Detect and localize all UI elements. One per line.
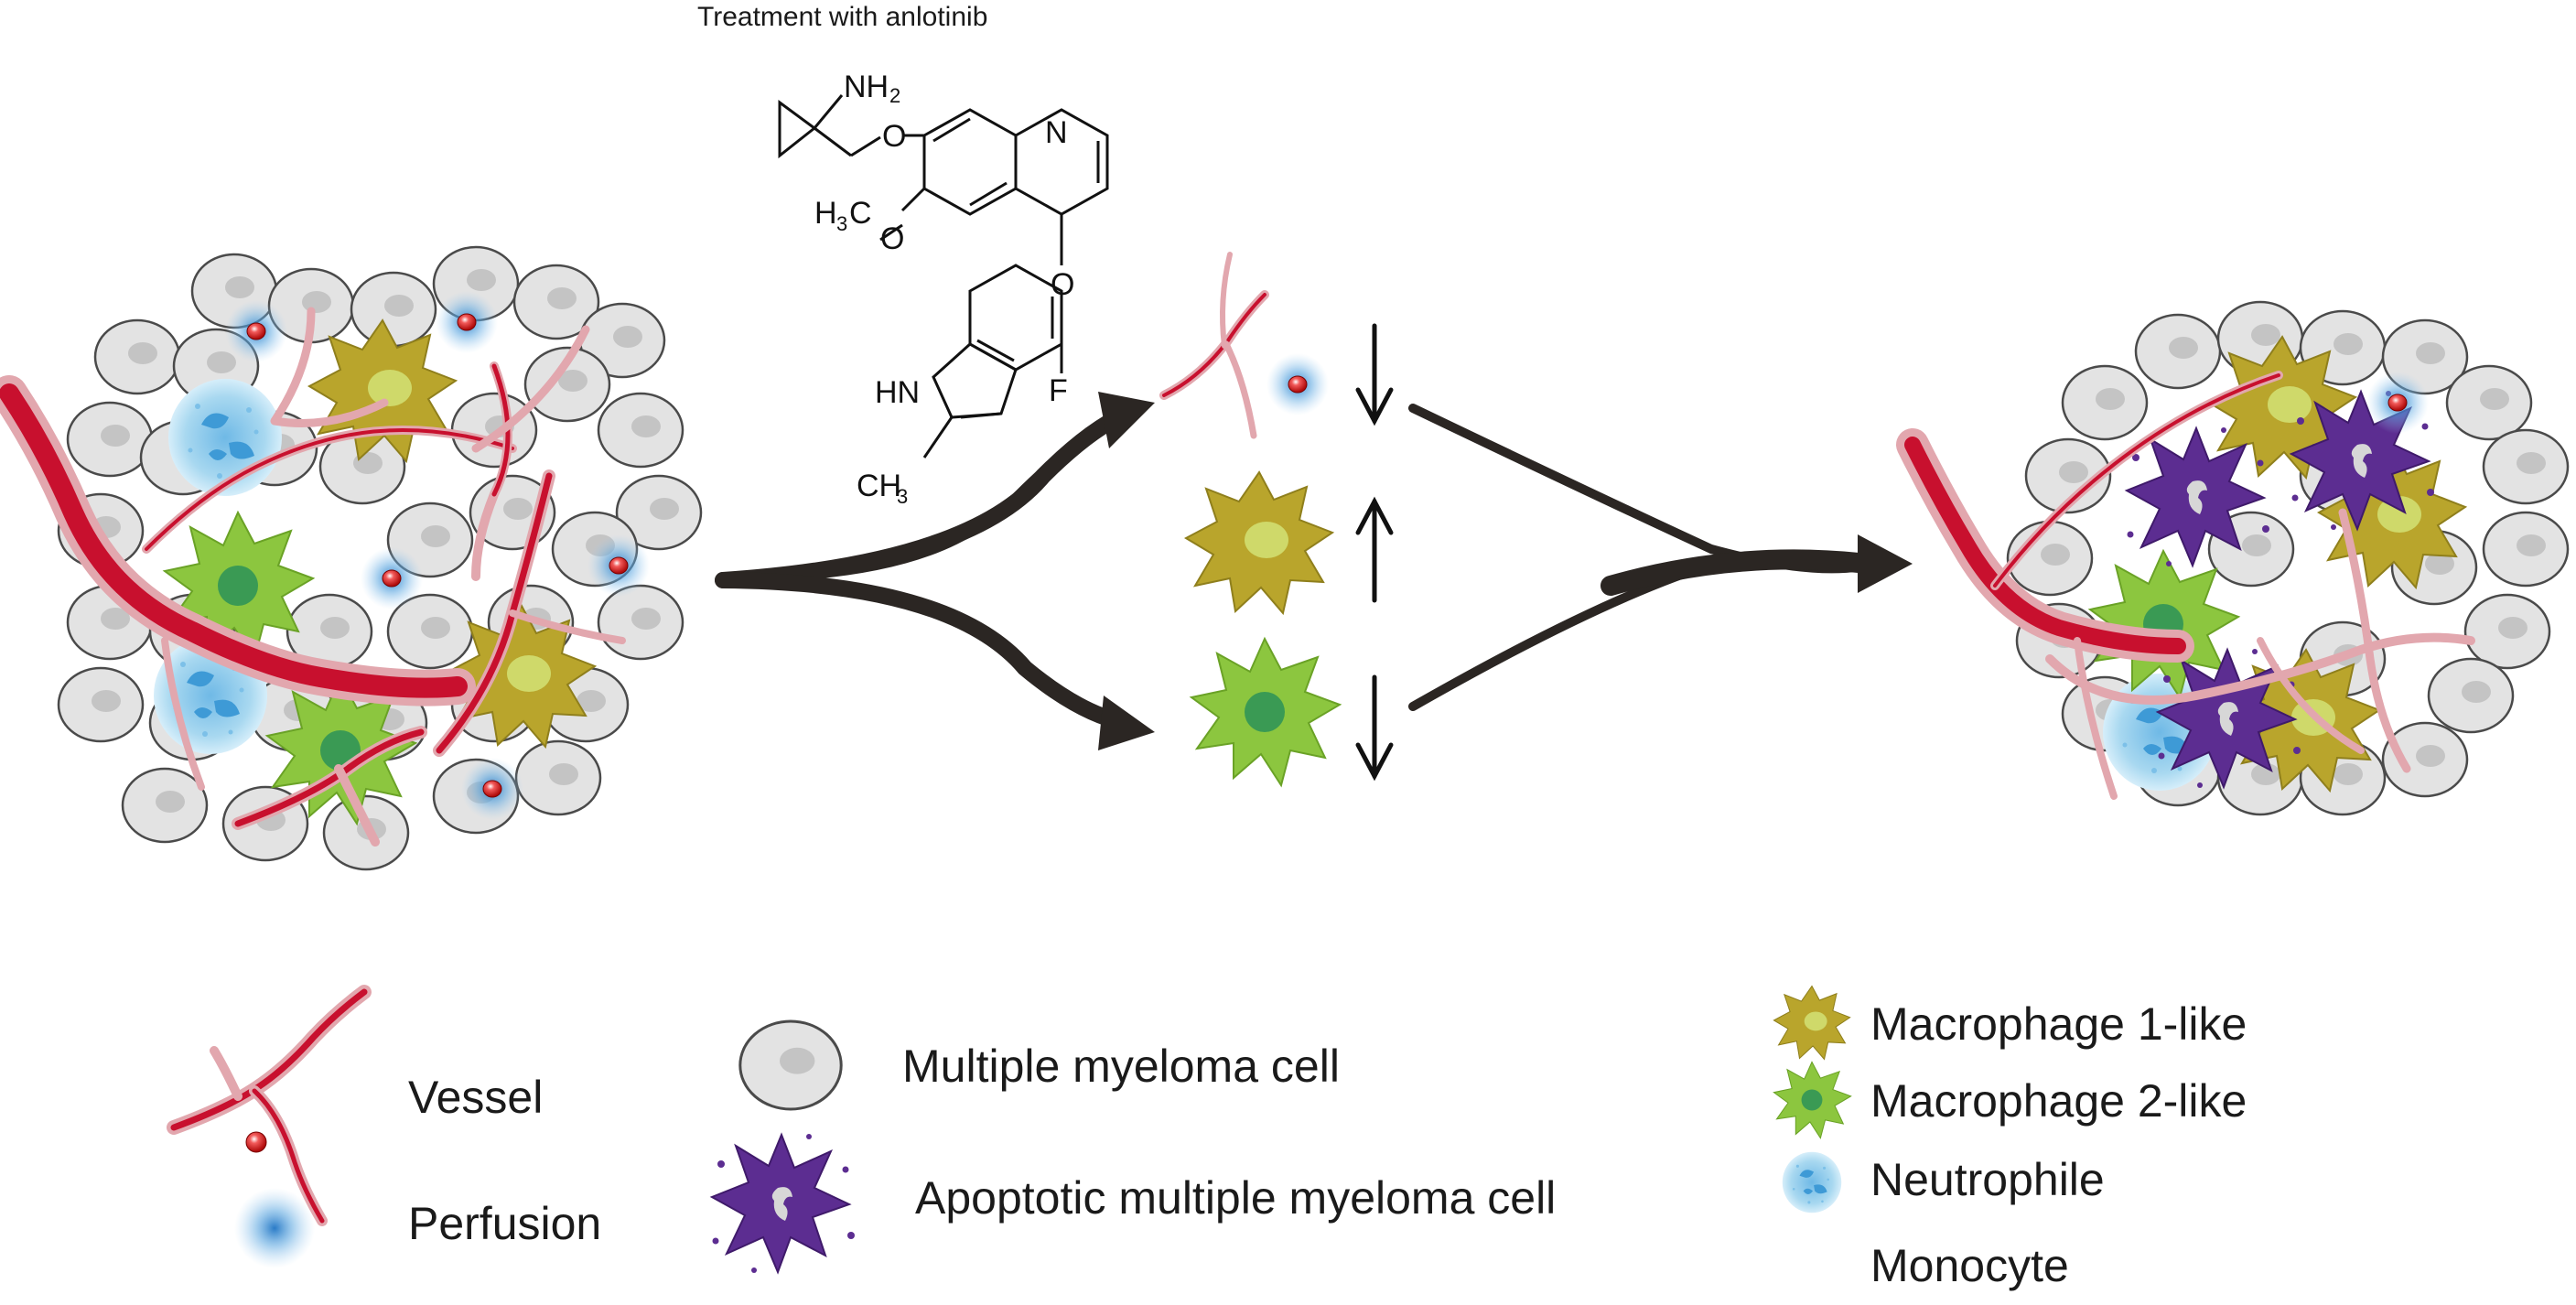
merge-arrows: [1408, 404, 1913, 711]
macrophage-2-legend-icon: [1773, 1061, 1852, 1139]
up-arrow-icon: [1355, 496, 1394, 603]
legend-perfusion-label: Perfusion: [408, 1198, 601, 1249]
apoptotic-cell-legend-icon: [711, 1133, 856, 1274]
amino-label: NH: [844, 70, 889, 104]
legend-neutrophile-label: Neutrophile: [1870, 1154, 2105, 1205]
perfusion-spot: [2366, 371, 2430, 435]
vessel-network-left: [0, 307, 626, 847]
anlotinib-structure: [778, 94, 1109, 458]
perfusion-spot: [360, 546, 424, 610]
treated-tumor: [1896, 300, 2570, 816]
legend-apoptotic-label: Apoptotic multiple myeloma cell: [915, 1172, 1556, 1224]
methyl-h-label: H: [814, 196, 837, 231]
legend-vessel-label: Vessel: [408, 1072, 543, 1123]
down-arrow-icon: [1355, 674, 1394, 782]
macrophage-2-change-cell: [1191, 638, 1341, 786]
oxygen-top-label: O: [882, 119, 906, 154]
perfusion-spot: [224, 299, 288, 363]
hn-label: HN: [875, 375, 920, 410]
perfusion-spot: [460, 757, 524, 821]
nitrogen-label: N: [1045, 115, 1068, 150]
methyl-c-label: C: [849, 196, 872, 231]
red-blood-cell-icon: [245, 1131, 267, 1153]
perfusion-spot: [435, 290, 499, 354]
treatment-label: Treatment with anlotinib: [697, 2, 987, 32]
neutrophile-legend-icon: [1782, 1151, 1842, 1213]
oxygen-mid-label: O: [880, 221, 904, 256]
vessel-legend-icon: [174, 992, 364, 1221]
legend-mm-cell-label: Multiple myeloma cell: [902, 1041, 1340, 1092]
perfusion-legend-icon: [234, 1188, 315, 1268]
legend: Vessel Perfusion Multiple myeloma cell A…: [174, 986, 2247, 1291]
perfusion-spot: [587, 534, 651, 598]
untreated-tumor: [0, 245, 703, 871]
ch-label: CH: [857, 469, 901, 503]
neutrophile-cell: [168, 379, 282, 496]
vessel-perfusion-change: [1159, 252, 1330, 439]
legend-m2-label: Macrophage 2-like: [1870, 1075, 2247, 1127]
split-arrows: [715, 392, 1155, 750]
macrophage-1-change-cell: [1185, 471, 1333, 614]
structure-labels: NH 2 O N H 3 C O O F HN CH 3: [814, 70, 1074, 508]
myeloma-cell-legend-icon: [738, 1019, 843, 1111]
ch-subscript: 3: [897, 485, 908, 508]
legend-m1-label: Macrophage 1-like: [1870, 998, 2247, 1050]
amino-subscript: 2: [889, 84, 900, 107]
legend-monocyte-label: Monocyte: [1870, 1240, 2069, 1291]
fluorine-label: F: [1049, 373, 1068, 408]
vessel-network-right: [1896, 371, 2475, 800]
down-arrow-icon: [1355, 323, 1394, 426]
oxygen-lower-label: O: [1051, 267, 1074, 302]
methyl-subscript: 3: [836, 212, 847, 235]
macrophage-1-legend-icon: [1773, 985, 1851, 1061]
